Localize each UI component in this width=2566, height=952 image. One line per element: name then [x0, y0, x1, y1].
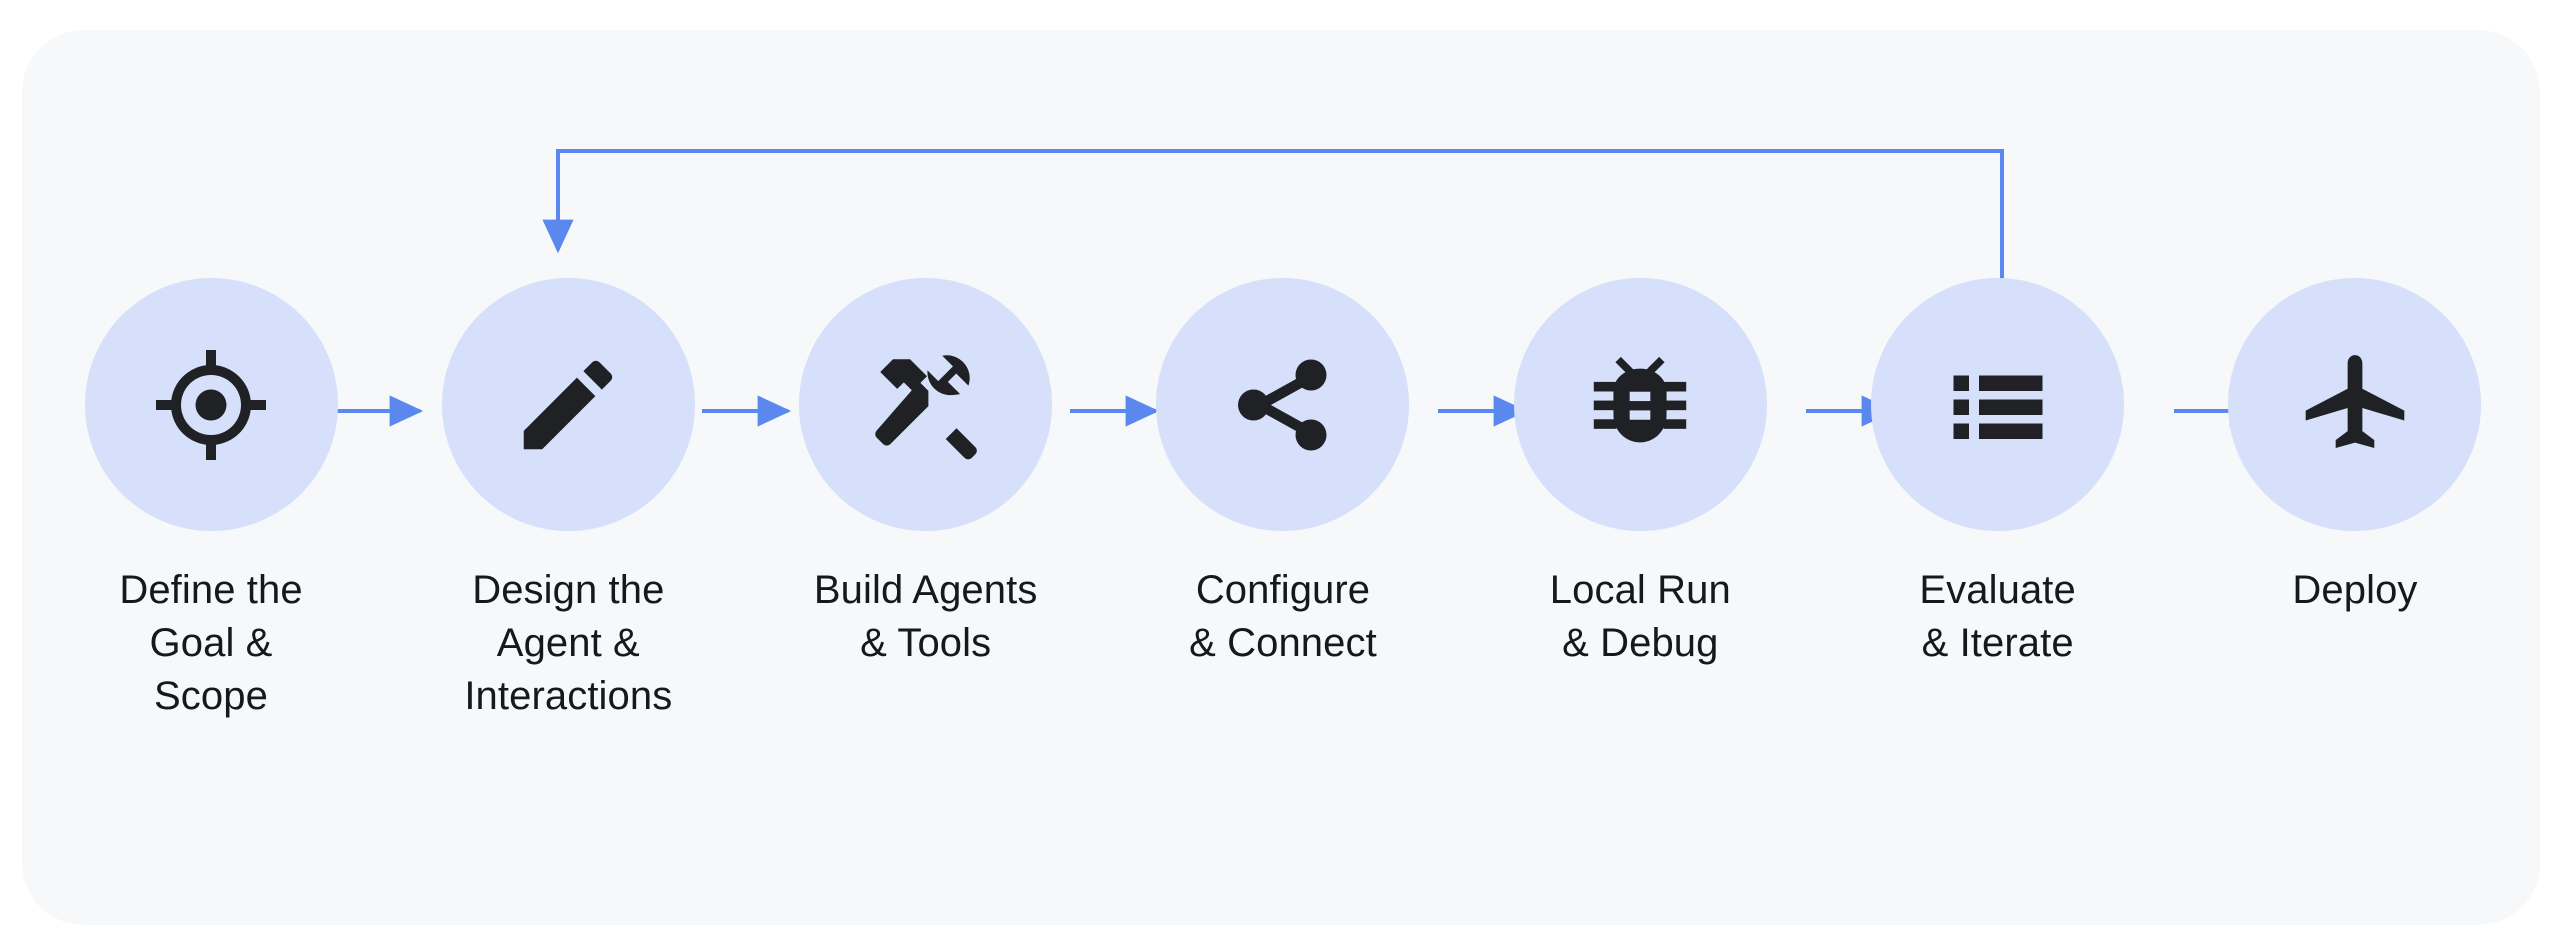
step-node-build-agents-tools[interactable]: Build Agents & Tools: [761, 278, 1091, 670]
step-label: Build Agents & Tools: [813, 568, 1038, 665]
step-label: Design the Agent & Interactions: [464, 568, 673, 718]
step-icon-circle: [84, 278, 338, 531]
step-node-define-goal-scope[interactable]: Define the Goal & Scope: [46, 278, 376, 723]
list-icon: [1938, 345, 2058, 465]
step-label: Evaluate & Iterate: [1919, 568, 2076, 665]
step-icon-circle: [1156, 278, 1410, 531]
pencil-icon: [509, 346, 627, 464]
step-icon-circle: [799, 278, 1053, 531]
step-icon-circle: [1513, 278, 1767, 531]
step-icon-circle: [2228, 278, 2482, 531]
step-label: Define the Goal & Scope: [119, 568, 303, 718]
target-icon: [151, 345, 271, 465]
share-nodes-icon: [1223, 345, 1343, 465]
step-label: Deploy: [2292, 568, 2418, 612]
step-icon-circle: [441, 278, 695, 531]
step-label: Local Run & Debug: [1549, 568, 1731, 665]
step-node-local-run-debug[interactable]: Local Run & Debug: [1475, 278, 1805, 670]
step-label: Configure & Connect: [1189, 568, 1377, 665]
feedback-loop-arrow: [542, 149, 2004, 280]
bug-icon: [1581, 346, 1699, 464]
step-node-deploy[interactable]: Deploy: [2190, 278, 2520, 617]
step-node-evaluate-iterate[interactable]: Evaluate & Iterate: [1833, 278, 2163, 670]
airplane-icon: [2294, 344, 2416, 466]
step-node-design-agent-interactions[interactable]: Design the Agent & Interactions: [403, 278, 733, 723]
step-icon-circle: [1871, 278, 2125, 531]
hammer-wrench-icon: [865, 344, 987, 466]
step-node-configure-connect[interactable]: Configure & Connect: [1118, 278, 1448, 670]
step-list: Define the Goal & Scope Design the Agent…: [46, 278, 2520, 723]
